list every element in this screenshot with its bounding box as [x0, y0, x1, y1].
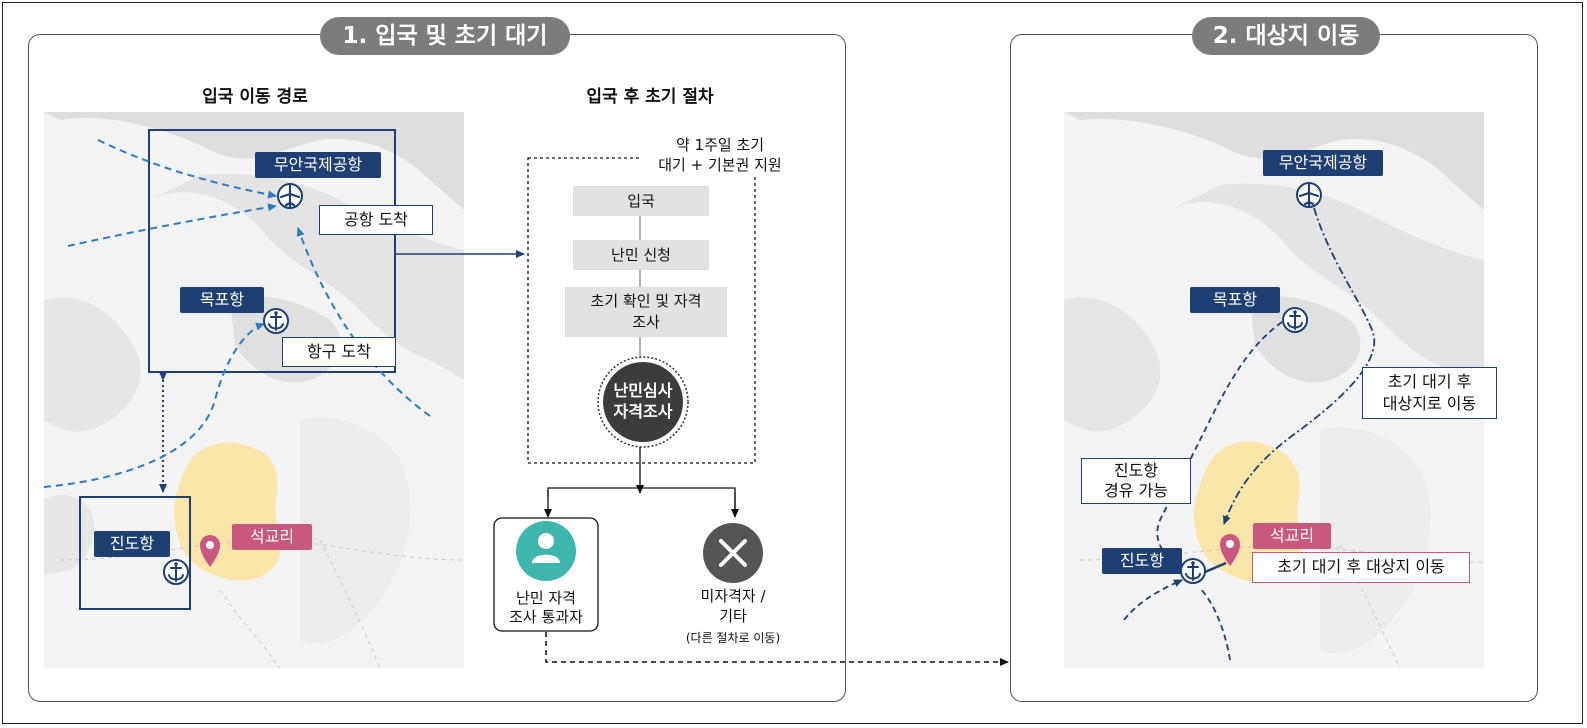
anchor-icon [163, 559, 189, 585]
anchor-icon [1180, 558, 1206, 584]
jindo-transit-note-line2: 경유 가능 [1104, 481, 1168, 500]
jindo-transit-note: 진도항 경유 가능 [1081, 458, 1191, 504]
x-icon [703, 523, 763, 583]
to-relocation-arrow [545, 632, 1009, 666]
branch-arrows [544, 447, 739, 518]
map-pin-icon [1220, 534, 1240, 566]
relocation-note-line1: 초기 대기 후 [1387, 372, 1472, 391]
relocation-note-line2: 대상지로 이동 [1382, 394, 1477, 413]
initial-wait-box [527, 157, 756, 464]
relocation-note: 초기 대기 후 대상지로 이동 [1362, 367, 1497, 419]
seokgyo-label: 석교리 [232, 524, 312, 550]
anchor-icon [263, 308, 289, 334]
seokgyo-label: 석교리 [1253, 523, 1331, 549]
airport-label: 무안국제공항 [1263, 150, 1383, 176]
jindo-label: 진도항 [1102, 548, 1182, 574]
failed-label-line1: 미자격자 / [700, 587, 766, 605]
mokpo-label: 목포항 [180, 287, 264, 313]
airplane-icon [277, 183, 303, 209]
left-map [44, 112, 465, 669]
failed-label: 미자격자 / 기타 (다른 절차로 이동) [673, 586, 793, 648]
step-initial-check-line2: 조사 [632, 313, 660, 331]
section-1-tab: 1. 입국 및 초기 대기 [320, 17, 570, 55]
jindo-transit-note-line1: 진도항 [1113, 461, 1159, 480]
airport-port-highlight-box [148, 129, 396, 373]
mokpo-label: 목포항 [1190, 287, 1280, 313]
airplane-icon [1296, 182, 1322, 208]
passed-label: 난민 자격 조사 통과자 [494, 589, 598, 627]
jindo-label: 진도항 [94, 531, 170, 557]
airport-arrival-box: 공항 도착 [319, 205, 433, 235]
failed-note: (다른 절차로 이동) [685, 631, 781, 645]
arrival-routes [43, 139, 431, 488]
passed-label-line2: 조사 통과자 [509, 608, 583, 626]
step-initial-check-line1: 초기 확인 및 자격 [590, 292, 702, 310]
initial-wait-note-line1: 약 1주일 초기 [675, 136, 765, 154]
initial-wait-note-line2: 대기 + 기본권 지원 [658, 156, 782, 174]
airport-label: 무안국제공항 [255, 152, 381, 178]
person-icon [516, 521, 576, 581]
procedure-heading: 입국 후 초기 절차 [586, 87, 714, 107]
jindo-highlight-box [79, 496, 191, 610]
failed-label-line2: 기타 [719, 607, 747, 625]
anchor-icon [1282, 307, 1308, 333]
map-pin-icon [200, 535, 220, 567]
route-heading: 입국 이동 경로 [202, 87, 308, 107]
review-circle [597, 356, 689, 448]
review-label-line1: 난민심사 [613, 381, 673, 400]
review-label: 난민심사 자격조사 [603, 380, 683, 422]
section-2-tab: 2. 대상지 이동 [1192, 17, 1380, 55]
destination-note: 초기 대기 후 대상지 이동 [1252, 552, 1470, 583]
step-refugee-application: 난민 신청 [573, 240, 709, 270]
passed-label-line1: 난민 자격 [516, 589, 576, 607]
port-arrival-box: 항구 도착 [282, 337, 396, 367]
step-entry: 입국 [573, 186, 709, 216]
review-label-line2: 자격조사 [613, 402, 673, 421]
initial-wait-note: 약 1주일 초기 대기 + 기본권 지원 [640, 135, 800, 175]
step-initial-check: 초기 확인 및 자격 조사 [565, 287, 727, 337]
